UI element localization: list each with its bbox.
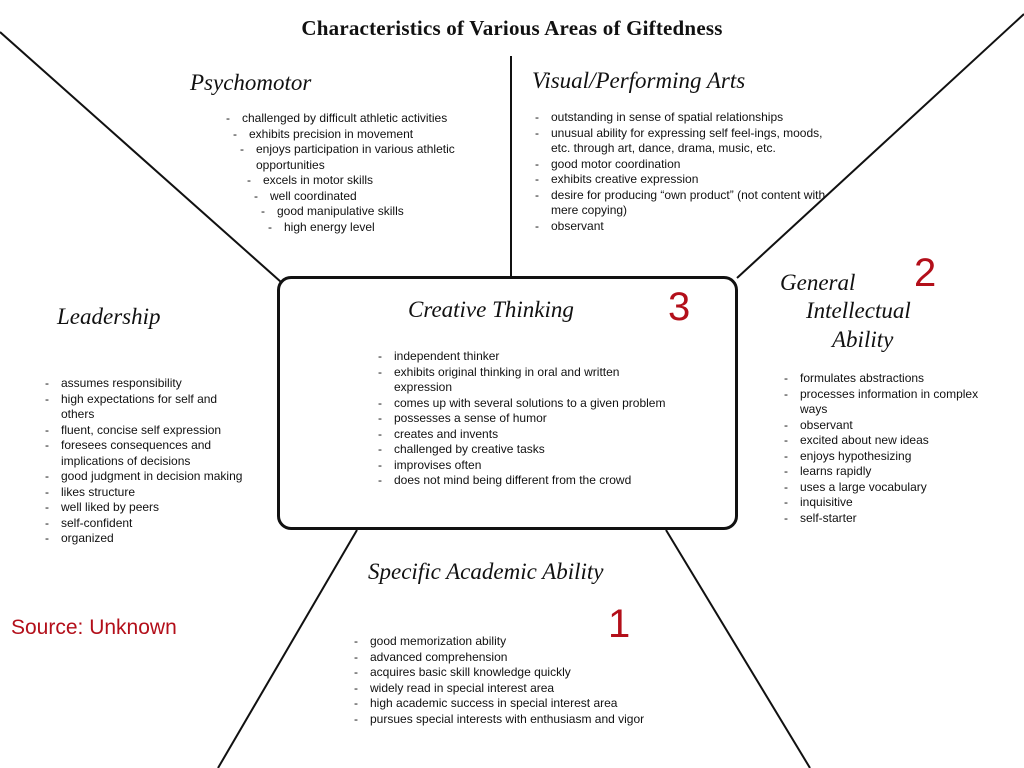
list-item: self-starter [782,511,992,527]
list-item: fluent, concise self expression [43,423,248,439]
list-item: good memorization ability [352,634,712,650]
list-item: learns rapidly [782,464,992,480]
list-item: organized [43,531,248,547]
creative-thinking-list: independent thinker exhibits original th… [376,349,676,489]
list-item: challenged by creative tasks [376,442,676,458]
list-item: enjoys hypothesizing [782,449,992,465]
list-item: independent thinker [376,349,676,365]
list-item: widely read in special interest area [352,681,712,697]
list-item: processes information in complex ways [782,387,992,418]
list-item: possesses a sense of humor [376,411,676,427]
creative-thinking-heading: Creative Thinking [408,297,574,322]
list-item: self-confident [43,516,248,532]
list-item: good manipulative skills [259,204,514,220]
list-item: pursues special interests with enthusias… [352,712,712,728]
list-item: uses a large vocabulary [782,480,992,496]
psychomotor-heading: Psychomotor [190,70,312,95]
divider-bottom-right [665,529,811,768]
list-item: high expectations for self and others [43,392,248,423]
list-item: well liked by peers [43,500,248,516]
marker-2: 2 [914,251,937,295]
marker-1: 1 [608,602,631,646]
divider-top-left [0,31,282,283]
list-item: observant [782,418,992,434]
list-item: excels in motor skills [245,173,514,189]
list-item: advanced comprehension [352,650,712,666]
list-item: enjoys participation in various athletic… [238,142,514,173]
list-item: exhibits creative expression [533,172,833,188]
list-item: does not mind being different from the c… [376,473,676,489]
general-heading-line1: General [780,270,856,295]
marker-3: 3 [668,285,691,329]
page-title: Characteristics of Various Areas of Gift… [301,16,723,40]
divider-top-right [736,13,1024,279]
list-item: creates and invents [376,427,676,443]
general-list: formulates abstractions processes inform… [782,371,992,526]
list-item: exhibits precision in movement [231,127,514,143]
academic-list: good memorization ability advanced compr… [352,634,712,727]
leadership-list: assumes responsibility high expectations… [43,376,248,547]
list-item: good motor coordination [533,157,833,173]
divider-bottom-left [217,529,358,768]
general-heading-line2: Intellectual [806,298,911,323]
visual-performing-heading: Visual/Performing Arts [532,68,746,93]
list-item: inquisitive [782,495,992,511]
general-heading-line3: Ability [832,327,894,352]
list-item: unusual ability for expressing self feel… [533,126,833,157]
academic-heading: Specific Academic Ability [368,559,604,584]
list-item: good judgment in decision making [43,469,248,485]
list-item: well coordinated [252,189,514,205]
list-item: acquires basic skill knowledge quickly [352,665,712,681]
leadership-heading: Leadership [57,304,161,329]
list-item: improvises often [376,458,676,474]
list-item: formulates abstractions [782,371,992,387]
visual-performing-list: outstanding in sense of spatial relation… [533,110,833,234]
list-item: excited about new ideas [782,433,992,449]
list-item: comes up with several solutions to a giv… [376,396,676,412]
list-item: likes structure [43,485,248,501]
list-item: exhibits original thinking in oral and w… [376,365,676,396]
list-item: assumes responsibility [43,376,248,392]
psychomotor-list: challenged by difficult athletic activit… [224,111,514,235]
list-item: observant [533,219,833,235]
source-note: Source: Unknown [11,616,177,639]
list-item: desire for producing “own product” (not … [533,188,833,219]
list-item: foresees consequences and implications o… [43,438,248,469]
list-item: challenged by difficult athletic activit… [224,111,514,127]
list-item: high academic success in special interes… [352,696,712,712]
list-item: outstanding in sense of spatial relation… [533,110,833,126]
list-item: high energy level [266,220,514,236]
